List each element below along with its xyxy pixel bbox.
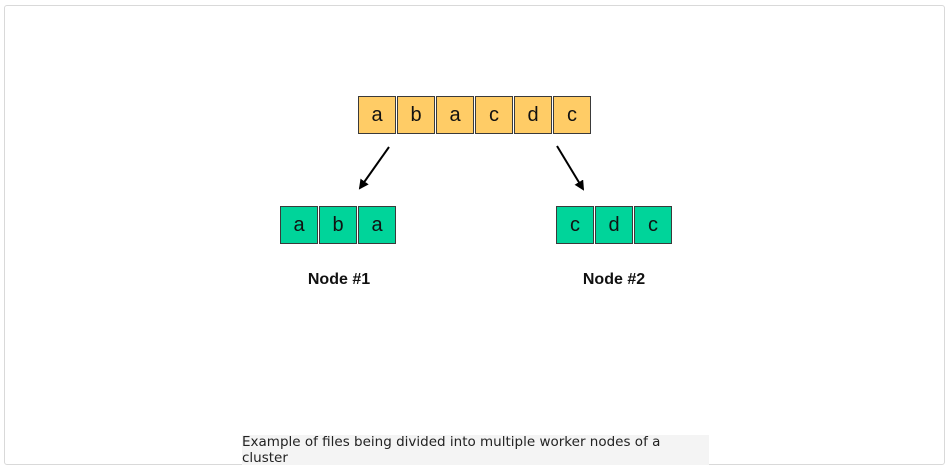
- node-2-label: Node #2: [582, 271, 646, 288]
- arrow-to-node-1: [358, 146, 390, 190]
- source-cell: c: [475, 96, 513, 134]
- source-cell: a: [358, 96, 396, 134]
- node-2-cell: c: [634, 206, 672, 244]
- node-2-cell: c: [556, 206, 594, 244]
- node-2-row: c d c: [556, 206, 672, 245]
- figure-caption: Example of files being divided into mult…: [242, 434, 709, 466]
- source-cell: d: [514, 96, 552, 134]
- source-cell: a: [436, 96, 474, 134]
- source-cell: b: [397, 96, 435, 134]
- node-1-cell: b: [319, 206, 357, 244]
- arrow-to-node-2: [556, 145, 585, 191]
- node-1-cell: a: [358, 206, 396, 244]
- node-1-cell: a: [280, 206, 318, 244]
- node-2-cell: d: [595, 206, 633, 244]
- source-file-row: a b a c d c: [358, 96, 591, 135]
- node-1-label: Node #1: [307, 271, 371, 288]
- source-cell: c: [553, 96, 591, 134]
- node-1-row: a b a: [280, 206, 396, 245]
- diagram-frame: [4, 5, 945, 465]
